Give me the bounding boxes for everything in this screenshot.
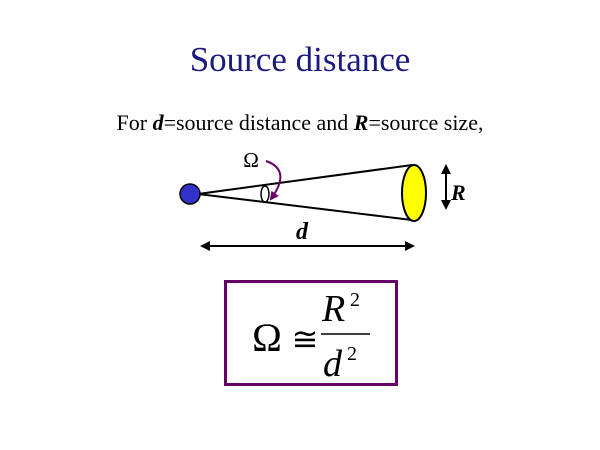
target-disk: [401, 164, 427, 222]
subtitle-text: =source distance and: [163, 110, 354, 135]
cone-lower-edge: [197, 193, 413, 221]
source-dot: [179, 183, 201, 205]
var-d: d: [152, 110, 164, 135]
omega-label: Ω: [243, 148, 259, 172]
d-label: d: [296, 219, 309, 245]
cone-upper-edge: [197, 164, 413, 195]
omega-arrow: [265, 160, 282, 201]
R-label: R: [450, 180, 466, 205]
solid-angle-ellipse: [260, 185, 270, 203]
formula-box: [224, 280, 398, 386]
var-R: R: [353, 110, 369, 135]
slide-subtitle: For d=source distance and R=source size,: [0, 110, 600, 136]
slide-title: Source distance: [189, 40, 411, 79]
subtitle-text: =source size,: [368, 110, 484, 135]
subtitle-text: For: [116, 110, 153, 135]
